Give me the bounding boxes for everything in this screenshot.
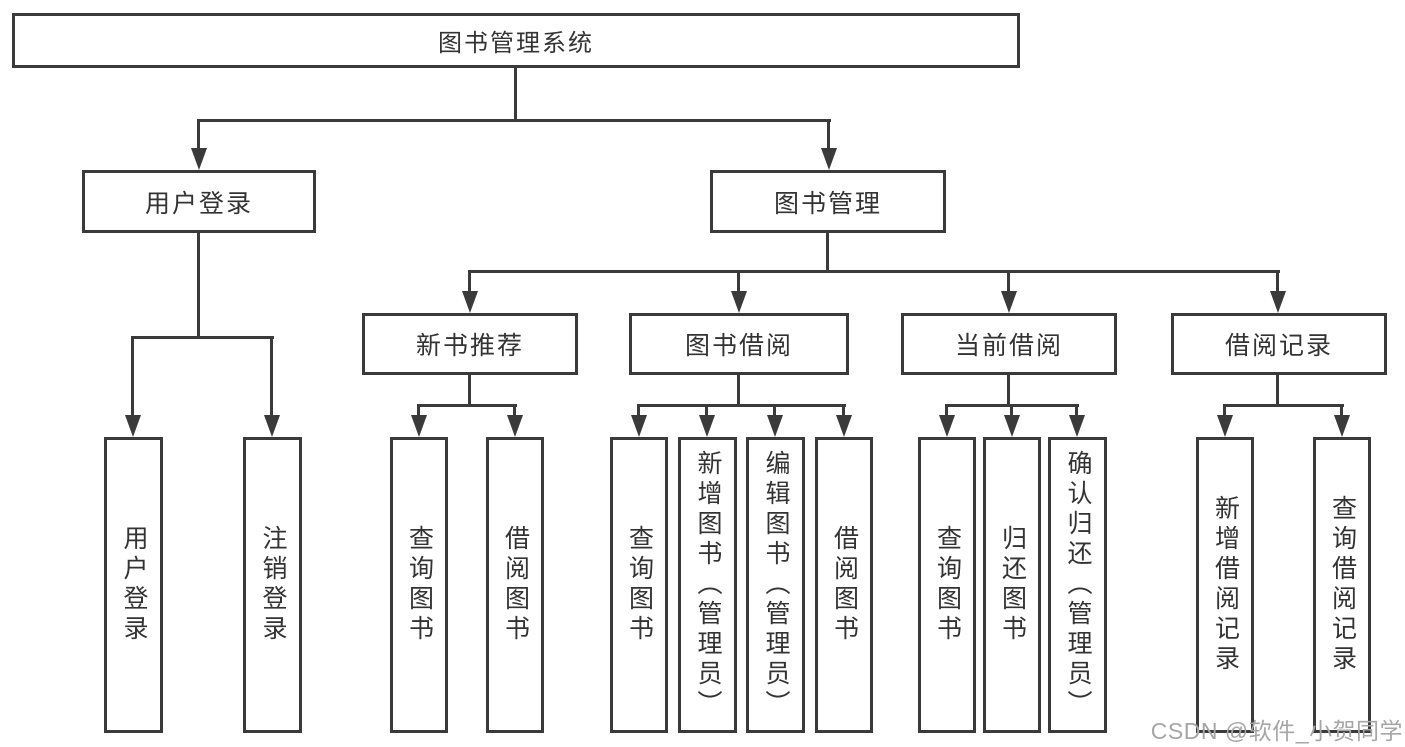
leaf-user-login: 用户登录: [104, 437, 163, 733]
connector-arrow-line: [945, 404, 948, 417]
connector-stem: [737, 374, 740, 407]
node-current-borrowing: 当前借阅: [901, 313, 1117, 375]
csdn-watermark: CSDN @软件_小贺同学: [1150, 718, 1403, 744]
leaf-return-books: 归还图书: [983, 437, 1041, 733]
connector-arrow-line: [468, 270, 471, 292]
connector-user-login-stem: [197, 232, 200, 339]
arrowhead: [1217, 415, 1233, 437]
connector-arrow-line: [1010, 404, 1013, 417]
connector-arrow-line: [1223, 404, 1226, 417]
arrowhead: [836, 415, 852, 437]
connector-arrow-line: [1340, 404, 1343, 417]
connector-rail: [637, 404, 846, 407]
connector-rail: [1223, 404, 1344, 407]
connector-arrow-line: [270, 336, 273, 416]
connector-arrow-line: [417, 404, 420, 417]
arrowhead: [125, 415, 141, 437]
leaf-edit-books-admin: 编辑图书（管理员）: [746, 437, 805, 733]
connector-stem: [1276, 374, 1279, 407]
leaf-borrow-books-recommend: 借阅图书: [486, 437, 544, 733]
leaf-query-books-borrow: 查询图书: [610, 437, 668, 733]
connector-root-stem: [514, 68, 517, 122]
arrowhead: [1069, 415, 1085, 437]
connector-book-management-stem: [826, 232, 829, 273]
leaf-query-books-recommend: 查询图书: [390, 437, 448, 733]
connector-level1-rail: [198, 119, 831, 122]
arrowhead: [731, 291, 747, 313]
arrowhead: [767, 415, 783, 437]
leaf-add-borrow-record: 新增借阅记录: [1196, 437, 1254, 733]
arrowhead: [264, 415, 280, 437]
leaf-borrow-books: 借阅图书: [815, 437, 873, 733]
arrowhead: [1004, 415, 1020, 437]
connector-arrow-line: [197, 119, 200, 149]
connector-arrow-line: [637, 404, 640, 417]
arrowhead: [939, 415, 955, 437]
connector-arrow-line: [842, 404, 845, 417]
arrowhead: [631, 415, 647, 437]
leaf-query-borrow-record: 查询借阅记录: [1313, 437, 1371, 733]
arrowhead: [507, 415, 523, 437]
node-book-borrowing: 图书借阅: [629, 313, 849, 375]
connector-arrow-line: [827, 119, 830, 149]
connector-arrow-line: [1007, 270, 1010, 292]
node-root-library-management-system: 图书管理系统: [12, 13, 1020, 68]
arrowhead: [191, 148, 207, 170]
arrowhead: [1270, 291, 1286, 313]
connector-arrow-line: [705, 404, 708, 417]
arrowhead: [821, 148, 837, 170]
connector-arrow-line: [513, 404, 516, 417]
node-user-login: 用户登录: [82, 170, 316, 233]
node-new-book-recommendation: 新书推荐: [362, 313, 578, 375]
connector-user-login-rail: [131, 336, 274, 339]
leaf-query-books-current: 查询图书: [918, 437, 976, 733]
leaf-add-books-admin: 新增图书（管理员）: [678, 437, 737, 733]
leaf-confirm-return-admin: 确认归还（管理员）: [1048, 437, 1107, 733]
connector-stem: [468, 374, 471, 407]
connector-stem: [1007, 374, 1010, 407]
connector-arrow-line: [1276, 270, 1279, 292]
connector-rail: [417, 404, 517, 407]
arrowhead: [462, 291, 478, 313]
arrowhead: [1334, 415, 1350, 437]
node-borrowing-records: 借阅记录: [1171, 313, 1387, 375]
connector-arrow-line: [737, 270, 740, 292]
connector-arrow-line: [1075, 404, 1078, 417]
arrowhead: [699, 415, 715, 437]
arrowhead: [1001, 291, 1017, 313]
arrowhead: [411, 415, 427, 437]
node-book-management: 图书管理: [710, 170, 946, 233]
connector-arrow-line: [131, 336, 134, 416]
leaf-logout: 注销登录: [243, 437, 302, 733]
connector-level2-rail: [468, 270, 1280, 273]
connector-arrow-line: [773, 404, 776, 417]
